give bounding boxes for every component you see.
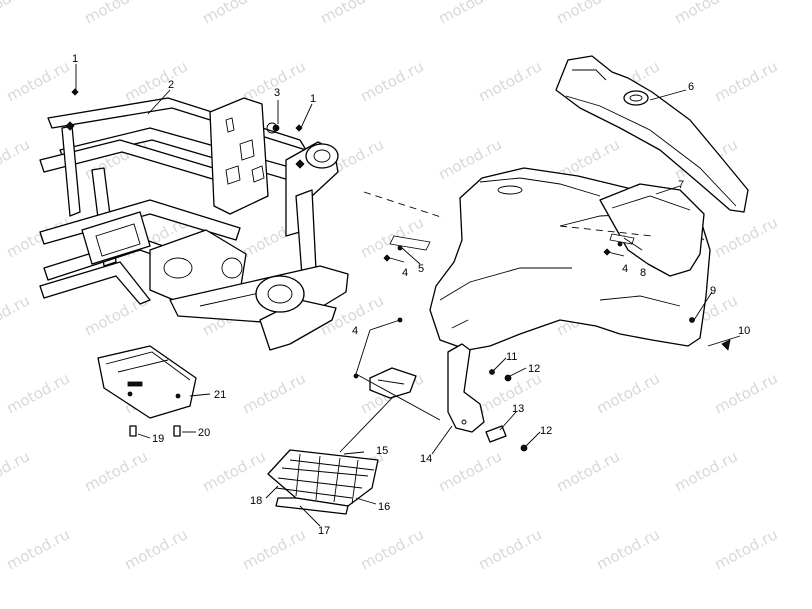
watermark-text: motod.ru (357, 213, 426, 261)
watermark-text: motod.ru (239, 369, 308, 417)
watermark-text: motod.ru (3, 525, 72, 573)
watermark-text: motod.ru (239, 525, 308, 573)
watermark-text: motod.ru (593, 525, 662, 573)
watermark-text: motod.ru (357, 57, 426, 105)
watermark-text: motod.ru (711, 57, 780, 105)
callout-7: 7 (678, 179, 684, 191)
callout-1a: 1 (72, 53, 78, 65)
callout-8: 8 (640, 267, 646, 279)
callout-1b: 1 (310, 93, 316, 105)
watermark-text: motod.ru (0, 447, 33, 495)
callout-6: 6 (688, 81, 694, 93)
callout-4a: 4 (402, 267, 408, 279)
watermark-text: motod.ru (3, 57, 72, 105)
watermark-text: motod.ru (475, 57, 544, 105)
frame-assembly (39, 97, 349, 351)
skid-plate (97, 345, 197, 437)
watermark-text: motod.ru (553, 447, 622, 495)
watermark-text: motod.ru (357, 525, 426, 573)
watermark-text: motod.ru (671, 0, 740, 28)
callout-19: 19 (152, 433, 164, 445)
callout-5: 5 (418, 263, 424, 275)
callout-13: 13 (512, 403, 524, 415)
callout-17: 17 (318, 525, 330, 537)
watermark-text: motod.ru (593, 369, 662, 417)
callout-15: 15 (376, 445, 388, 457)
watermark-text: motod.ru (711, 213, 780, 261)
callout-9: 9 (710, 285, 716, 297)
callout-10: 10 (738, 325, 750, 337)
watermark-text: motod.ru (81, 447, 150, 495)
watermark-text: motod.ru (435, 0, 504, 28)
callout-12a: 12 (528, 363, 540, 375)
watermark-text: motod.ru (0, 0, 33, 28)
callout-2: 2 (168, 79, 174, 91)
callout-11: 11 (506, 351, 517, 363)
watermark-text: motod.ru (711, 369, 780, 417)
watermark-text: motod.ru (671, 447, 740, 495)
watermark-text: motod.ru (199, 0, 268, 28)
leader-lines (75, 64, 741, 527)
callout-4c: 4 (352, 325, 358, 337)
arrow-10 (721, 339, 731, 351)
watermark-text: motod.ru (0, 291, 33, 339)
callout-20: 20 (198, 427, 210, 439)
watermark-text: motod.ru (0, 135, 33, 183)
callout-4b: 4 (622, 263, 628, 275)
callout-14: 14 (420, 453, 432, 465)
watermark-text: motod.ru (199, 447, 268, 495)
callout-labels: 1 2 3 1 6 7 4 5 4 8 9 10 4 11 12 13 12 1… (72, 53, 750, 537)
watermark-text: motod.ru (435, 447, 504, 495)
front-fender (429, 167, 711, 443)
footrest (267, 367, 417, 515)
watermark-text: motod.ru (3, 369, 72, 417)
watermark-text: motod.ru (553, 0, 622, 28)
callout-12b: 12 (540, 425, 552, 437)
watermark-text: motod.ru (475, 525, 544, 573)
watermark-text: motod.ru (121, 57, 190, 105)
rack (555, 55, 749, 213)
watermark-text: motod.ru (121, 525, 190, 573)
watermark-text: motod.ru (711, 525, 780, 573)
callout-18: 18 (250, 495, 262, 507)
watermark-text: motod.ru (81, 0, 150, 28)
callout-21: 21 (214, 389, 226, 401)
callout-16: 16 (378, 501, 390, 513)
hardware (71, 88, 695, 452)
callout-3: 3 (274, 87, 280, 99)
watermark-text: motod.ru (317, 0, 386, 28)
